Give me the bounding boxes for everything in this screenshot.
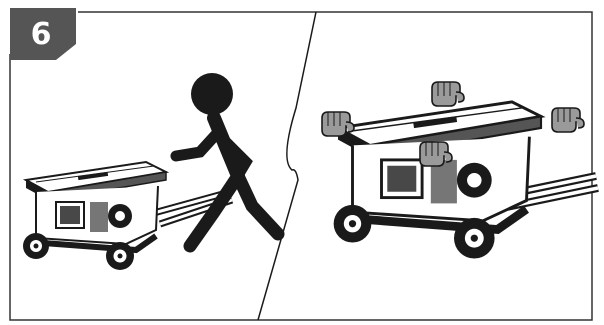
hand-icon	[420, 142, 452, 166]
table-saw-icon	[23, 162, 166, 270]
stick-figure-icon	[176, 73, 278, 246]
hand-icon	[552, 108, 584, 132]
step-badge: 6	[10, 8, 76, 60]
table-saw-icon	[334, 102, 541, 259]
hand-icon	[432, 82, 464, 106]
hand-icon	[322, 112, 354, 136]
step-number: 6	[31, 17, 52, 52]
left-panel	[23, 73, 278, 270]
panel-divider	[258, 12, 316, 320]
right-panel	[322, 82, 598, 259]
